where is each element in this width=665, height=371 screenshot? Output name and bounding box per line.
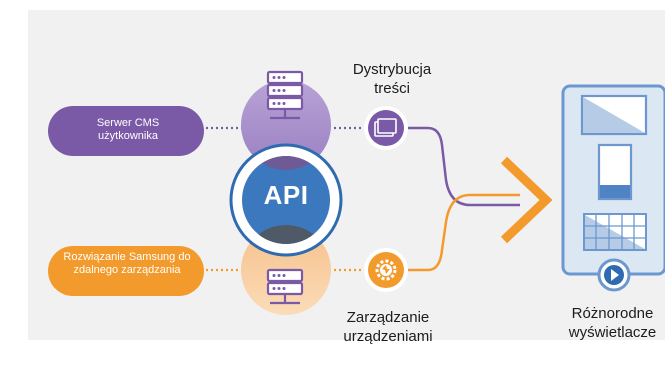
samsung-solution-pill bbox=[48, 246, 204, 296]
server-icon bbox=[266, 70, 304, 120]
cms-server-label: Serwer CMS użytkownika bbox=[96, 117, 160, 142]
api-core bbox=[242, 156, 330, 244]
content-flow-line bbox=[408, 126, 520, 207]
samsung-solution-label: Rozwiązanie Samsung do zdalnego zarządza… bbox=[63, 251, 191, 276]
video-wall-icon bbox=[583, 213, 647, 251]
device-flow-line bbox=[408, 193, 520, 272]
content-distribution-label: Dystrybucja treści bbox=[352, 61, 432, 97]
displays-label: Różnorodne wyświetlacze bbox=[568, 305, 657, 341]
cms-circle bbox=[241, 80, 331, 170]
arrow-icon bbox=[500, 156, 553, 244]
cms-server-pill bbox=[48, 106, 204, 156]
server-icon bbox=[266, 268, 304, 305]
device-management-label: Zarządzanie urządzeniami bbox=[343, 309, 433, 345]
api-label: API bbox=[263, 180, 309, 210]
